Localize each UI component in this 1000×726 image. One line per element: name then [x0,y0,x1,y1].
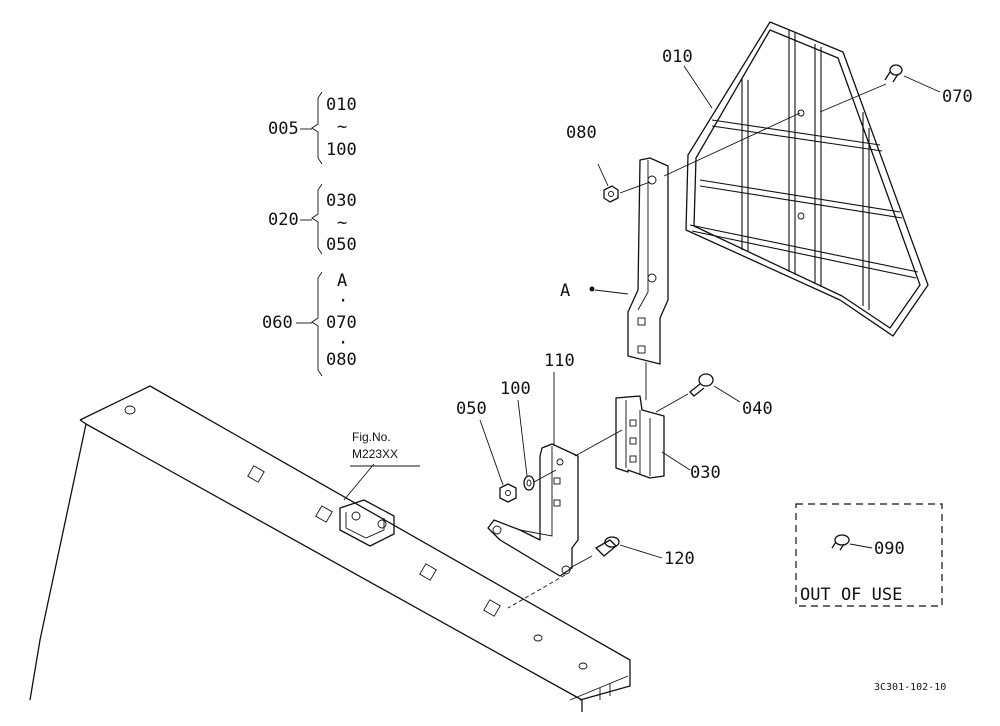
callout-110: 110 [544,351,575,371]
fig-ref-label: Fig.No. [352,430,391,444]
group-060-label: 060 [262,313,293,333]
group-060-item-070: 070 [326,313,357,333]
group-060-dot-1: · [338,291,348,311]
part-110-bracket [487,372,623,577]
part-120-bolt [507,536,663,609]
callout-090: 090 [874,539,905,559]
brace-020 [311,183,323,255]
brace-060 [311,271,323,377]
callout-010: 010 [662,47,693,67]
part-010-reflector-grille [685,21,929,337]
mounting-frame [29,385,631,712]
brace-005 [311,91,323,165]
group-060-item-080: 080 [326,350,357,370]
part-a-stay-bracket [589,157,669,400]
group-020-range: ~ [337,213,347,233]
group-020-label: 020 [268,210,299,230]
group-060-dot-2: · [338,333,348,353]
callout-040: 040 [742,399,773,419]
out-of-use-box: 090 OUT OF USE [795,503,943,607]
group-060-item-a: A [337,271,347,291]
group-020-end: 050 [326,235,357,255]
part-090-bolt [834,534,850,546]
callout-070: 070 [942,87,973,107]
part-030-holder [615,395,691,479]
group-020-start: 030 [326,191,357,211]
part-040-bolt [655,373,741,413]
callout-050: 050 [456,399,487,419]
group-005-end: 100 [326,140,357,160]
part-050-nut [479,419,517,503]
group-legend: 005 010 ~ 100 020 030 ~ 050 060 A · 070 … [262,91,357,377]
group-005-label: 005 [268,119,299,139]
callout-080: 080 [566,123,597,143]
fig-ref-number[interactable]: M223XX [352,447,398,461]
callout-a: A [560,281,570,301]
group-005-start: 010 [326,95,357,115]
callout-120: 120 [664,549,695,569]
callout-030: 030 [690,463,721,483]
part-070-screw [819,64,941,113]
out-of-use-label: OUT OF USE [800,585,902,605]
drawing-code: 3C301-102-10 [874,682,946,693]
part-100-washer [517,399,557,491]
callout-100: 100 [500,379,531,399]
group-005-range: ~ [337,117,347,137]
part-080-nut [597,112,801,203]
